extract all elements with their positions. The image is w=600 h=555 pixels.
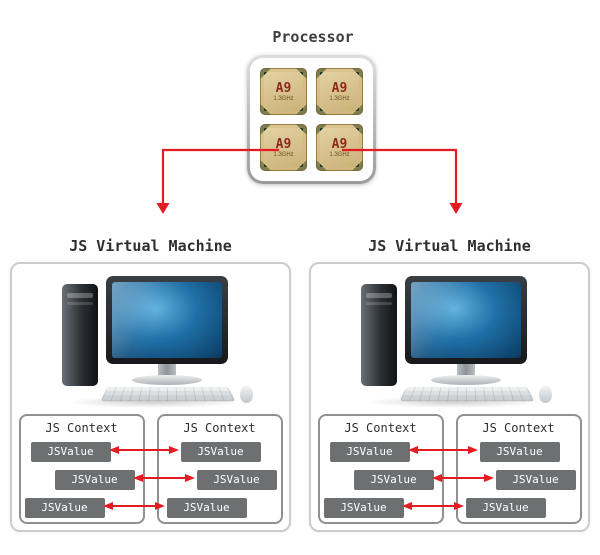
chip-name: A9 xyxy=(275,136,292,152)
js-context: JS Context JSValue JSValue JSValue xyxy=(156,414,283,524)
js-contexts: JS Context JSValue JSValue JSValue JS Co… xyxy=(317,414,582,524)
monitor-base xyxy=(430,375,501,385)
chip-frequency: 1.3GHz xyxy=(273,95,294,102)
jsvalue-box: JSValue xyxy=(323,498,404,518)
jsvalue-box: JSValue xyxy=(353,470,434,490)
cpu-chip: A9 1.3GHz xyxy=(260,68,307,115)
vm-cards: JS Virtual Machine JS Context xyxy=(0,230,600,532)
mouse xyxy=(239,386,253,403)
js-context-label: JS Context xyxy=(482,421,555,435)
jsvalue-link-arrow xyxy=(401,502,464,510)
monitor-screen xyxy=(410,282,521,358)
js-context-label: JS Context xyxy=(183,421,256,435)
js-context-label: JS Context xyxy=(344,421,417,435)
chip-name: A9 xyxy=(331,136,348,152)
computer-tower xyxy=(360,284,397,386)
monitor-base xyxy=(131,375,202,385)
vm-card: JS Context JSValue JSValue JSValue JS Co… xyxy=(309,262,590,532)
jsvalue-link-arrow xyxy=(102,502,165,510)
chip-name: A9 xyxy=(331,80,348,96)
jsvalue-box: JSValue xyxy=(479,442,560,462)
js-context: JS Context JSValue JSValue JSValue xyxy=(455,414,582,524)
js-context-label: JS Context xyxy=(45,421,118,435)
jsvalue-box: JSValue xyxy=(24,498,105,518)
keyboard xyxy=(399,387,534,402)
cpu-chip: A9 1.3GHz xyxy=(316,124,363,171)
monitor-screen xyxy=(111,282,222,358)
cpu-grid: A9 1.3GHz A9 1.3GHz A9 1.3GHz A9 1.3GHz xyxy=(250,58,373,181)
jsvalue-box: JSValue xyxy=(54,470,135,490)
computer-monitor xyxy=(105,276,228,364)
cpu-chip: A9 1.3GHz xyxy=(316,68,363,115)
vm-title: JS Virtual Machine xyxy=(69,237,232,255)
computer-illustration xyxy=(345,274,555,408)
monitor-stand xyxy=(456,364,475,377)
vm-right: JS Virtual Machine JS Context xyxy=(309,230,590,532)
jsvalue-box: JSValue xyxy=(30,442,111,462)
processor-box: A9 1.3GHz A9 1.3GHz A9 1.3GHz A9 1.3GHz xyxy=(247,55,376,184)
processor-section: Processor A9 1.3GHz A9 1.3GHz A9 1.3GHz … xyxy=(0,0,600,230)
processor-title: Processor xyxy=(272,28,354,46)
keyboard xyxy=(100,387,235,402)
jsvalue-box: JSValue xyxy=(166,498,247,518)
jsvalue-link-arrow xyxy=(431,474,494,482)
mouse xyxy=(538,386,552,403)
jsvalue-link-arrow xyxy=(108,446,179,454)
cpu-chip: A9 1.3GHz xyxy=(260,124,307,171)
monitor-stand xyxy=(157,364,176,377)
chip-name: A9 xyxy=(275,80,292,96)
chip-frequency: 1.3GHz xyxy=(273,151,294,158)
computer-tower xyxy=(61,284,98,386)
chip-frequency: 1.3GHz xyxy=(329,151,350,158)
chip-frequency: 1.3GHz xyxy=(329,95,350,102)
jsvalue-box: JSValue xyxy=(329,442,410,462)
jsvalue-box: JSValue xyxy=(196,470,277,490)
vm-card: JS Context JSValue JSValue JSValue JS Co… xyxy=(10,262,291,532)
computer-monitor xyxy=(404,276,527,364)
jsvalue-box: JSValue xyxy=(495,470,576,490)
vm-title: JS Virtual Machine xyxy=(368,237,531,255)
js-contexts: JS Context JSValue JSValue JSValue JS Co… xyxy=(18,414,283,524)
jsvalue-link-arrow xyxy=(132,474,195,482)
jsvalue-box: JSValue xyxy=(465,498,546,518)
jsvalue-link-arrow xyxy=(407,446,478,454)
jsvalue-box: JSValue xyxy=(180,442,261,462)
vm-left: JS Virtual Machine JS Context xyxy=(10,230,291,532)
computer-illustration xyxy=(46,274,256,408)
